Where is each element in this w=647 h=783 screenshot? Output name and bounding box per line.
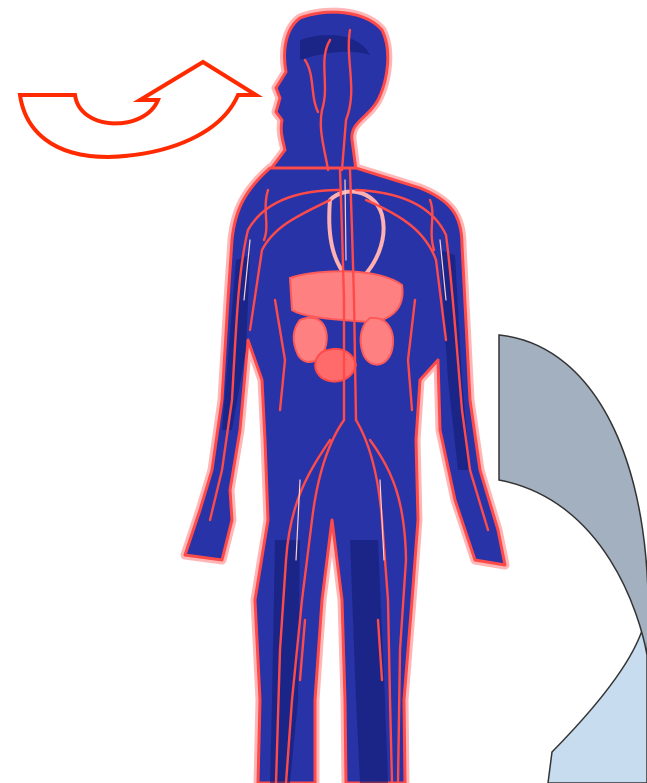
liver-organ (290, 271, 403, 322)
intestine-organ (315, 349, 356, 382)
right-kidney-organ (361, 318, 393, 365)
